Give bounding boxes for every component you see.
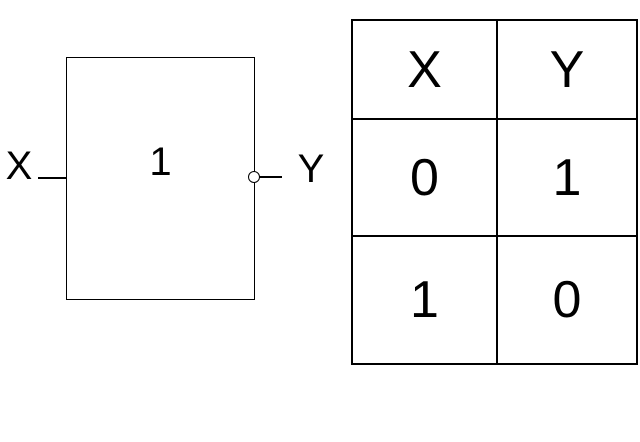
truth-table: X Y 0 1 1 0: [351, 19, 638, 365]
truth-table-row: 0 1: [351, 118, 638, 237]
gate-input-label: X: [5, 144, 33, 188]
output-wire: [259, 176, 282, 178]
input-wire: [38, 177, 66, 179]
gate-type-label: 1: [149, 140, 172, 184]
gate-body: [66, 57, 255, 300]
truth-table-cell-y1: 0: [496, 235, 638, 365]
gate-output-label: Y: [297, 147, 325, 191]
truth-table-cell-x1: 1: [351, 235, 498, 365]
truth-table-row: 1 0: [351, 235, 638, 365]
truth-table-header-x: X: [351, 19, 498, 120]
truth-table-header-y: Y: [496, 19, 638, 120]
truth-table-cell-y0: 1: [496, 118, 638, 237]
truth-table-cell-x0: 0: [351, 118, 498, 237]
truth-table-header-row: X Y: [351, 19, 638, 120]
inversion-bubble-icon: [248, 171, 260, 183]
